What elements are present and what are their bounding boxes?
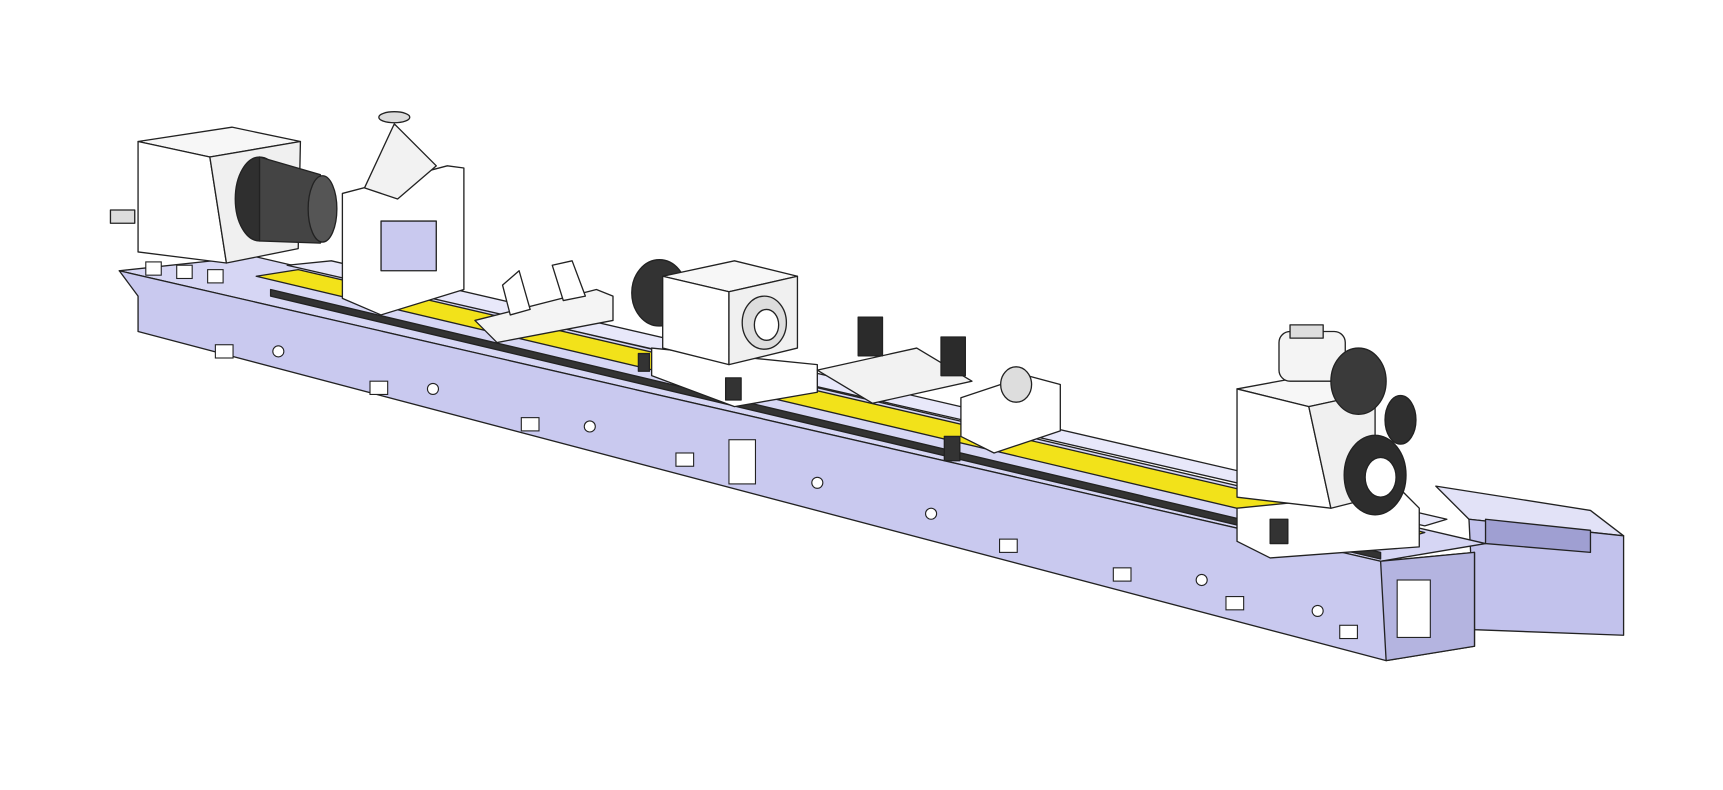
- handle: [109, 209, 136, 224]
- drillhead-bore: [753, 308, 780, 341]
- chip-trough: [1435, 485, 1625, 636]
- rest-window: [380, 220, 437, 272]
- carriage: [474, 260, 614, 344]
- motor-2: [940, 336, 966, 377]
- pressure-head-bore: [1000, 366, 1033, 403]
- spindle-nose: [307, 175, 338, 243]
- pump-plate: [816, 347, 973, 404]
- motor-1: [857, 316, 884, 357]
- drill-head: [631, 259, 818, 408]
- clamp-block-2: [637, 352, 651, 372]
- steady-rest: [341, 111, 465, 316]
- right-spindle-bore: [1364, 456, 1397, 498]
- clamp-block-3: [943, 435, 961, 462]
- rail-rack: [269, 288, 1382, 560]
- handwheel-icon: [378, 111, 411, 124]
- right-motor-cap: [1289, 324, 1324, 339]
- rest-pyramid: [363, 123, 437, 200]
- pump-motors: [816, 316, 1061, 462]
- rail-yellow: [255, 268, 1426, 545]
- clamp-block: [724, 377, 742, 401]
- pulley: [1384, 394, 1417, 445]
- gearbox: [1330, 347, 1387, 415]
- trough-inner: [1484, 518, 1592, 554]
- right-headstock: [1236, 324, 1420, 559]
- left-headstock: [109, 126, 338, 264]
- clamp-block-4: [1269, 518, 1289, 545]
- carriage-bracket-2: [551, 260, 587, 302]
- bed-openings: [145, 261, 1431, 640]
- carriage-bracket: [501, 270, 531, 316]
